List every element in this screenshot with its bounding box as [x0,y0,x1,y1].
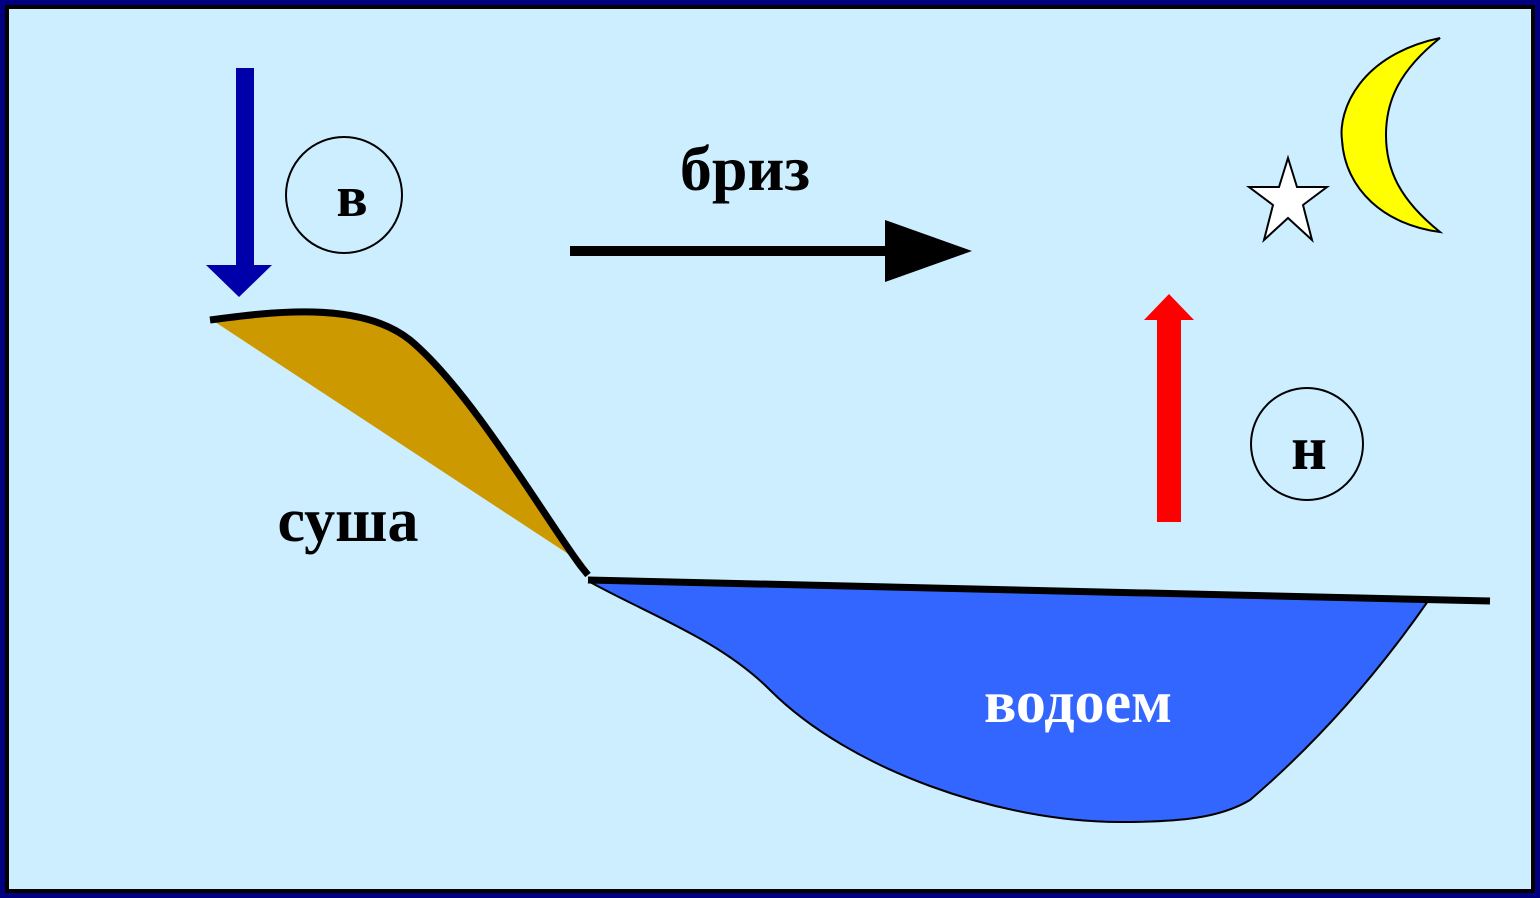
breeze-arrow-icon [570,220,972,282]
up-arrow-icon [1144,294,1194,522]
low-pressure-circle [1250,387,1364,501]
land-label: суша [277,487,418,555]
land-shape [212,311,585,565]
water-body-shape [589,581,1430,824]
high-pressure-label: в [336,164,367,229]
land-outline [209,308,591,578]
moon-icon [1340,37,1444,234]
water-surface-line [587,576,1491,605]
star-icon [1246,154,1330,244]
breeze-label: бриз [680,133,810,204]
high-pressure-circle [285,136,403,254]
down-arrow-icon [206,68,272,297]
water-body-label: водоем [984,669,1172,735]
low-pressure-label: н [1291,415,1327,483]
